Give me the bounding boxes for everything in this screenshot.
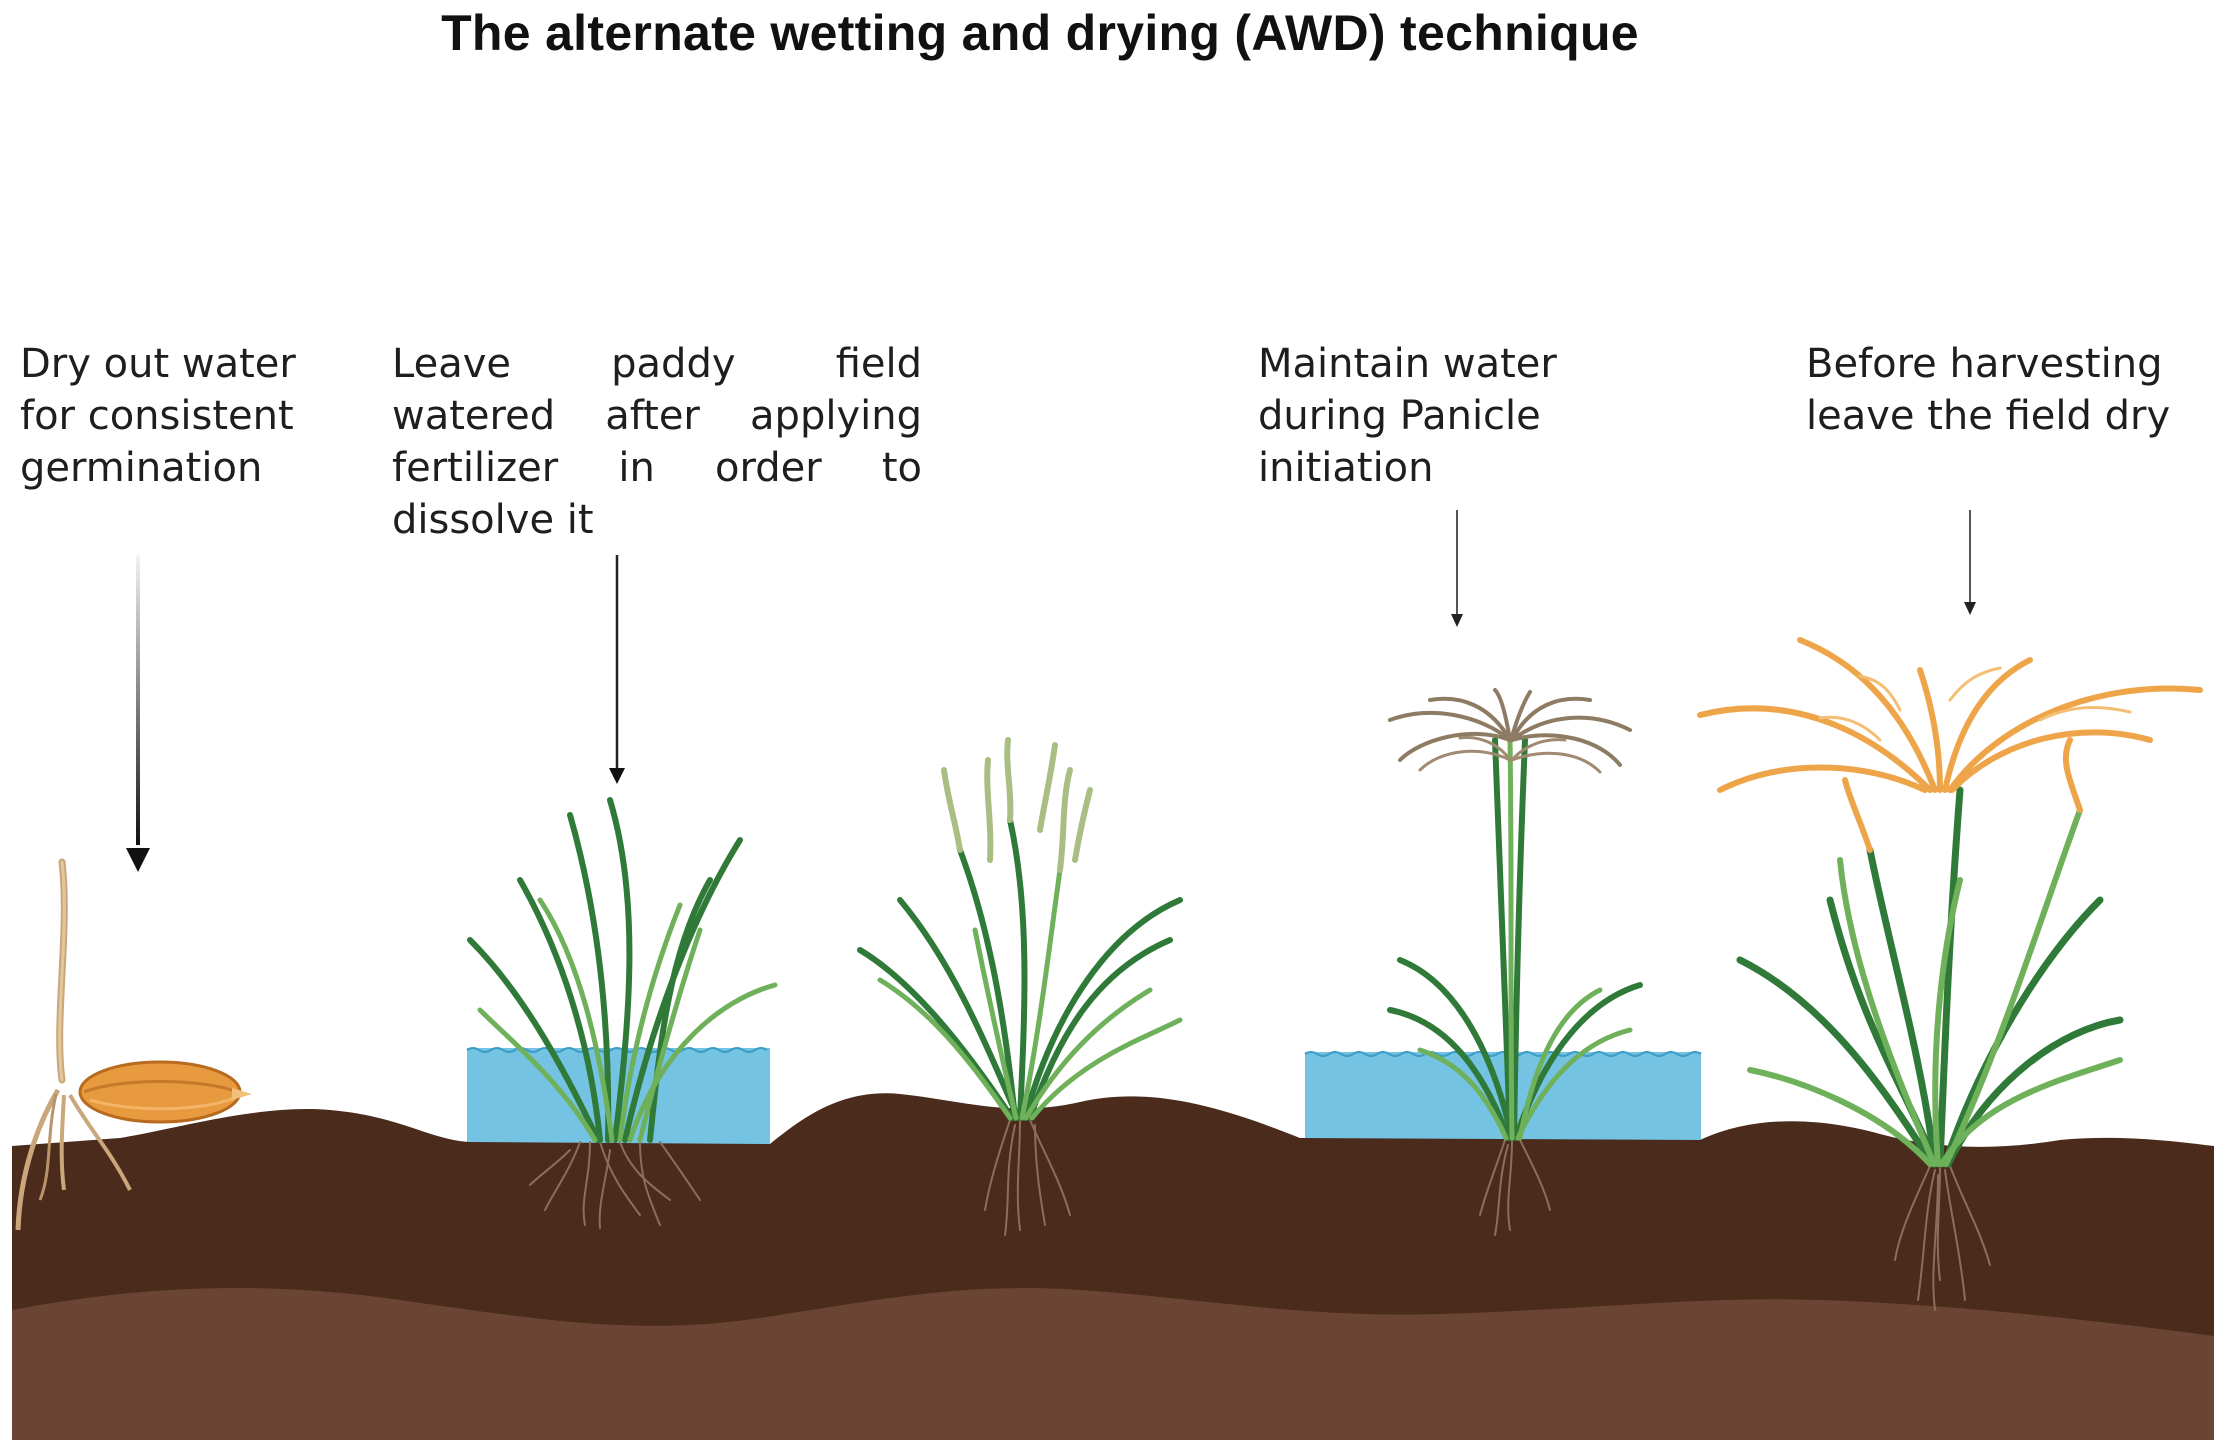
caption-line: dissolve it bbox=[392, 494, 922, 546]
caption-line: during Panicle bbox=[1258, 393, 1541, 439]
caption-word: after bbox=[605, 393, 700, 439]
caption-line: for consistent bbox=[20, 393, 294, 439]
caption-panicle: Maintain water during Panicle initiation bbox=[1258, 338, 1557, 494]
ripe-rice-plant-icon bbox=[1697, 637, 2203, 1311]
caption-line: Dry out water bbox=[20, 341, 296, 387]
rice-seedling-icon bbox=[467, 797, 778, 1229]
caption-line: Before harvesting bbox=[1806, 341, 2163, 387]
arrow-panicle bbox=[1451, 510, 1463, 627]
caption-word: to bbox=[881, 445, 922, 491]
caption-germination: Dry out water for consistent germination bbox=[20, 338, 296, 494]
caption-line: Maintain water bbox=[1258, 341, 1557, 387]
rice-plant-icon bbox=[857, 737, 1183, 1236]
diagram-title: The alternate wetting and drying (AWD) t… bbox=[441, 5, 1639, 61]
caption-word: paddy bbox=[611, 341, 736, 387]
caption-word: in bbox=[618, 445, 655, 491]
arrow-fertilizer bbox=[609, 555, 625, 784]
caption-word: fertilizer bbox=[392, 445, 559, 491]
caption-word: order bbox=[715, 445, 822, 491]
caption-line: germination bbox=[20, 445, 263, 491]
arrow-germination bbox=[126, 555, 150, 872]
soil-ground bbox=[12, 1093, 2214, 1440]
caption-line: initiation bbox=[1258, 445, 1434, 491]
soil-bottom-layer bbox=[12, 1287, 2214, 1440]
caption-line: watered after applying bbox=[392, 390, 922, 442]
caption-line: leave the field dry bbox=[1806, 393, 2171, 439]
caption-line: Leave paddy field bbox=[392, 338, 922, 390]
caption-harvest: Before harvesting leave the field dry bbox=[1806, 338, 2170, 442]
caption-word: dissolve it bbox=[392, 497, 594, 543]
caption-word: applying bbox=[750, 393, 922, 439]
caption-line: fertilizer in order to bbox=[392, 442, 922, 494]
caption-word: watered bbox=[392, 393, 556, 439]
arrow-harvest bbox=[1964, 510, 1976, 615]
caption-fertilizer: Leave paddy field watered after applying… bbox=[392, 338, 922, 546]
rice-panicle-plant-icon bbox=[1387, 688, 1643, 1236]
caption-word: Leave bbox=[392, 341, 511, 387]
rice-seed-icon bbox=[15, 858, 252, 1231]
caption-word: field bbox=[835, 341, 922, 387]
